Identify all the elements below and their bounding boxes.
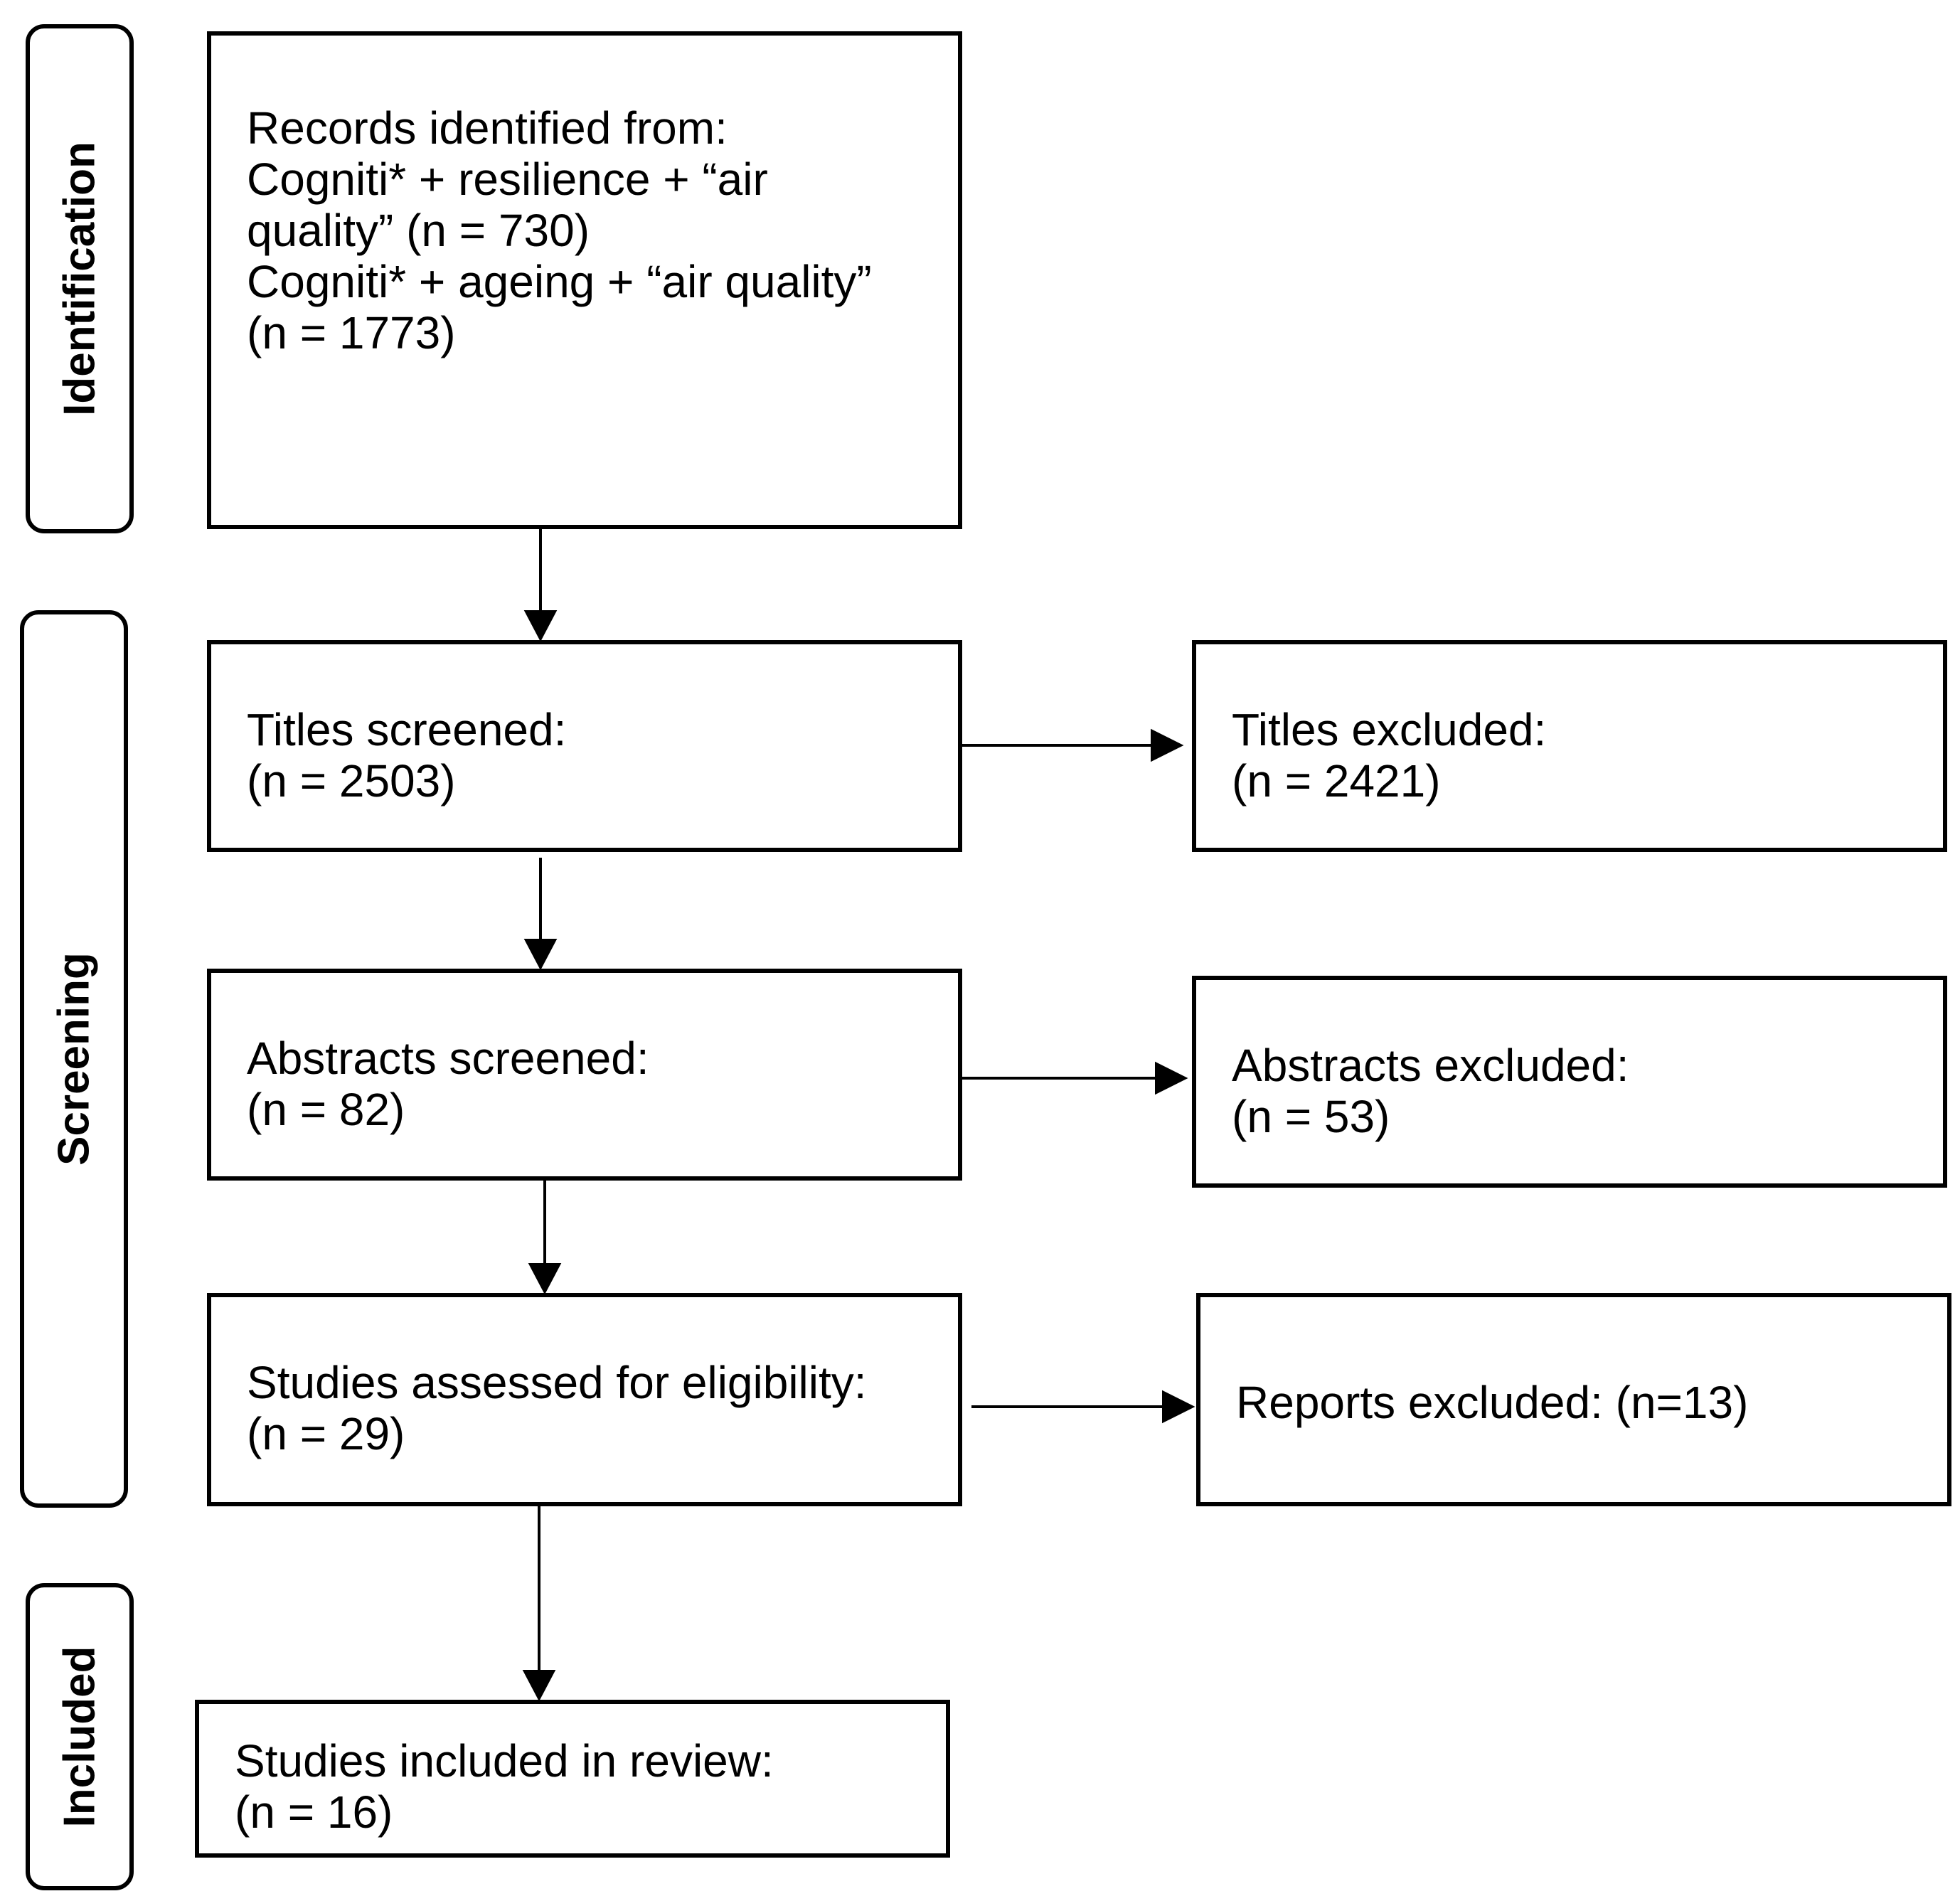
arrowhead-studies-to-included	[522, 1670, 556, 1702]
records-identified-box: Records identified from: Cogniti* + resi…	[207, 31, 962, 529]
records-identified-heading: Records identified from:	[247, 102, 728, 154]
abstracts-excluded-label: Abstracts excluded:	[1232, 1040, 1629, 1091]
titles-excluded-box: Titles excluded: (n = 2421)	[1192, 640, 1947, 852]
records-resilience-count: quality” (n = 730)	[247, 205, 590, 256]
reports-excluded-label: Reports excluded: (n=13)	[1236, 1377, 1749, 1428]
titles-excluded-label: Titles excluded:	[1232, 704, 1547, 755]
phase-included: Included	[26, 1583, 134, 1890]
titles-screened-count: (n = 2503)	[247, 755, 456, 806]
phase-screening: Screening	[20, 610, 128, 1508]
reports-excluded-box: Reports excluded: (n=13)	[1196, 1293, 1951, 1506]
studies-assessed-count: (n = 29)	[247, 1408, 405, 1459]
arrowhead-records-to-titles	[523, 610, 558, 642]
records-ageing-count: (n = 1773)	[247, 307, 456, 358]
titles-excluded-count: (n = 2421)	[1232, 755, 1441, 806]
phase-identification: Identification	[26, 24, 134, 533]
titles-screened-label: Titles screened:	[247, 704, 567, 755]
studies-assessed-box: Studies assessed for eligibility: (n = 2…	[207, 1293, 962, 1506]
abstracts-screened-box: Abstracts screened: (n = 82)	[207, 969, 962, 1181]
arrowhead-titles-to-abstracts	[523, 939, 558, 971]
records-ageing-query: Cogniti* + ageing + “air quality”	[247, 256, 872, 307]
arrowhead-titles-excluded	[1151, 728, 1184, 762]
abstracts-screened-label: Abstracts screened:	[247, 1033, 649, 1084]
records-resilience-query: Cogniti* + resilience + “air	[247, 154, 768, 205]
arrowhead-abstracts-to-studies	[528, 1263, 562, 1295]
titles-screened-box: Titles screened: (n = 2503)	[207, 640, 962, 852]
studies-included-count: (n = 16)	[235, 1786, 393, 1838]
arrowhead-reports-excluded	[1162, 1390, 1195, 1424]
studies-included-label: Studies included in review:	[235, 1735, 774, 1786]
abstracts-excluded-count: (n = 53)	[1232, 1091, 1390, 1142]
abstracts-excluded-box: Abstracts excluded: (n = 53)	[1192, 976, 1947, 1188]
arrowhead-abstracts-excluded	[1155, 1061, 1188, 1095]
abstracts-screened-count: (n = 82)	[247, 1084, 405, 1135]
studies-included-box: Studies included in review: (n = 16)	[195, 1700, 950, 1858]
studies-assessed-label: Studies assessed for eligibility:	[247, 1357, 867, 1408]
